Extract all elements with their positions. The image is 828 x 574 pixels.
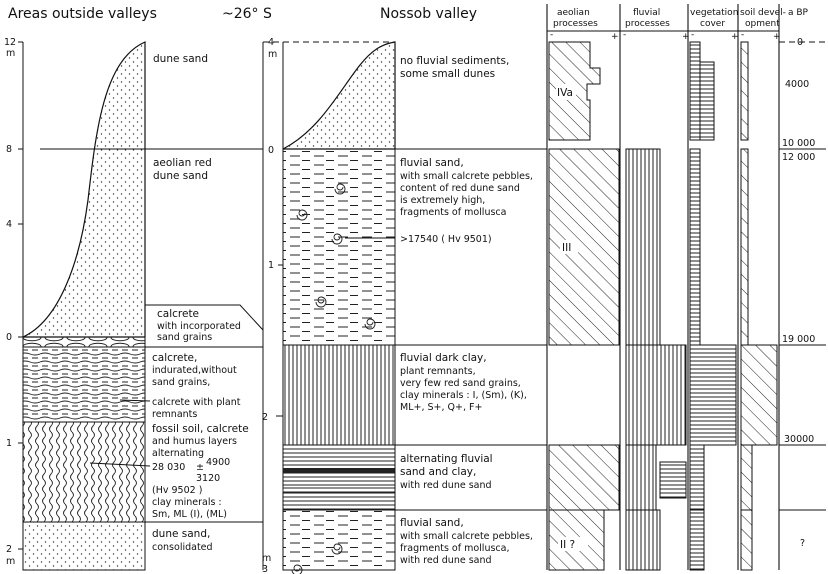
left-dune-sand: dune sand [153,53,208,65]
left-calcrete-b1: calcrete, [152,352,197,364]
center-tick-2: 2 [262,412,268,423]
center-tick-0: 0 [268,145,274,156]
vegetation-column [690,42,736,570]
left-depth-scale: 12 m 8 4 0 1 2 m [4,37,23,570]
center-u2-4: is extremely high, [400,195,485,206]
col-aeolian-line2: processes [553,19,598,29]
left-unit-top: m [6,48,15,59]
age-12000: 12 000 [782,152,815,163]
left-fossil-pm: ± [196,462,204,473]
center-u4-3: with red dune sand [400,480,492,491]
center-u3-5: ML+, S+, Q+, F+ [400,402,482,413]
col-fluvial-line2: processes [625,19,670,29]
col-aeolian-line1: aeolian [557,8,590,18]
center-u3-4: clay minerals : I, (Sm), (K), [400,390,527,401]
left-calcrete-a3: sand grains [157,332,212,343]
center-u4-1: alternating fluvial [400,453,493,465]
age-4000: 4000 [785,79,809,90]
left-calcrete-cobbles [23,337,145,347]
left-consolidated-2: consolidated [152,542,213,553]
left-aeolian-1: aeolian red [153,157,212,169]
age-19000: 19 000 [782,334,815,345]
soil-column [741,42,777,570]
left-dune-profile [23,42,145,337]
left-calcrete-a2: with incorporated [157,321,241,332]
left-aeolian-2: dune sand [153,170,208,182]
left-calcrete-b3: sand grains, [152,377,210,388]
center-u3-1: fluvial dark clay, [400,352,487,364]
left-fossil-lab: (Hv 9502 ) [152,485,202,496]
center-u3-2: plant remnants, [400,366,476,377]
center-u5-4: with red dune sand [400,555,492,566]
left-fossil-date: 28 030 [152,462,185,473]
center-unit-top: m [268,49,277,60]
age-30000: 30000 [784,434,814,445]
center-u5-2: with small calcrete pebbles, [400,531,533,542]
left-fossil-1: fossil soil, calcrete [152,423,249,435]
center-dark-clay [283,345,395,445]
left-unit-bottom: m [6,556,15,567]
left-calcrete-indurated [23,347,145,422]
age-column: 0 4000 10 000 12 000 19 000 30000 ? [779,37,826,549]
center-alternating [283,445,395,510]
left-fossil-2: and humus layers [152,436,237,447]
left-fossil-clay: clay minerals : [152,497,222,508]
center-u3-3: very few red sand grains, [400,378,521,389]
age-unknown: ? [800,538,805,549]
center-u5-3: fragments of mollusca, [400,543,509,554]
center-tick-3: 3 [262,564,268,574]
phase-iva: IVa [557,87,573,99]
center-fluvial-sand-upper [283,149,395,345]
center-u2-date: >17540 ( Hv 9501) [400,234,492,245]
column-headers: aeolian processes fluvial processes vege… [550,8,809,42]
age-10000: 10 000 [782,138,815,149]
center-tick-1: 1 [268,260,274,271]
left-consolidated-dune [23,522,145,570]
center-title: Nossob valley [380,6,477,22]
center-u1-1: no fluvial sediments, [400,55,509,67]
fluvial-column [626,149,686,570]
left-consolidated-1: dune sand, [152,528,210,540]
col-abp: a BP [788,8,809,18]
center-u2-1: fluvial sand, [400,157,464,169]
left-calcrete-a1: calcrete [157,308,199,320]
left-calcrete-b2: indurated,without [152,365,237,376]
age-0: 0 [797,37,803,48]
left-fossil-clay2: Sm, ML (I), (ML) [152,509,227,520]
left-tick-8: 8 [6,144,12,155]
col-soil-line2: opment [745,19,780,29]
latitude-label: ~26° S [222,6,272,22]
center-u5-1: fluvial sand, [400,517,464,529]
center-fluvial-sand-lower [283,510,395,570]
left-calcrete-b5: remnants [152,409,197,420]
aeolian-column: IVa III II ? [549,42,619,570]
left-fossil-err-minus: 3120 [196,473,220,484]
left-tick-1: 1 [6,438,12,449]
left-fossil-3: alternating [152,448,204,459]
plus-aeolian: + [611,32,619,42]
phase-iii: III [562,242,571,254]
center-u4-2: sand and clay, [400,466,476,478]
center-u2-3: content of red dune sand [400,183,520,194]
plus-vegetation: + [731,32,739,42]
left-tick-12: 12 [4,37,16,48]
center-u2-2: with small calcrete pebbles, [400,171,533,182]
center-u1-2: some small dunes [400,68,495,80]
left-calcrete-b4: calcrete with plant [152,397,241,408]
center-dune-profile [283,42,395,149]
center-unit-bottom: m [262,553,271,564]
left-title: Areas outside valleys [8,6,157,22]
center-u2-5: fragments of mollusca [400,207,506,218]
left-tick-2: 2 [6,544,12,555]
phase-ii: II ? [560,539,575,551]
col-vegetation-line1: vegetation [690,8,738,18]
col-vegetation-line2: cover [700,19,725,29]
col-fluvial-line1: fluvial [633,8,660,18]
left-fossil-soil [23,422,145,522]
left-fossil-err-plus: 4900 [206,457,230,468]
left-tick-0: 0 [6,332,12,343]
left-tick-4: 4 [6,219,12,230]
